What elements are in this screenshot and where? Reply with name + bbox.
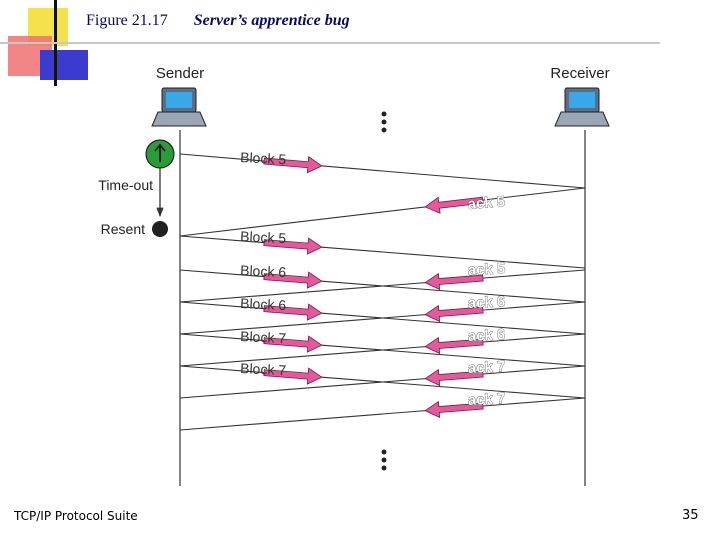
block-arrow [263,303,323,321]
block-arrow [263,271,323,289]
block-label: Block 7 [240,328,287,346]
message-line [179,365,586,399]
ack-label: ack 5 [467,193,506,213]
message-line [179,269,586,303]
message-layer: Block 5 ack 5 Block 5 Block 6 ack 5 Block 6 ac… [179,149,586,431]
ack-arrow [424,272,484,291]
figure-caption: Server’s apprentice bug [193,12,350,29]
block-arrow [263,237,323,255]
sender-label: Sender [156,65,204,82]
message-line [179,333,586,367]
ack-label: ack 6 [467,293,505,312]
ack-arrow [424,368,484,387]
figure-number: Figure 21.17 [86,12,168,29]
sender-laptop-icon [151,87,207,127]
ack-arrow [424,400,484,419]
decor-blue-square [40,50,88,80]
ack-label: ack 6 [467,326,505,345]
block-label: Block 7 [240,360,287,378]
ack-label: ack 7 [467,390,505,409]
ack-label: ack 5 [467,260,505,279]
message-line [179,187,586,237]
message-line [179,301,586,335]
block-label: Block 5 [240,149,287,167]
ack-arrow [424,304,484,323]
message-line [179,397,586,431]
ack-label: ack 7 [467,358,505,377]
decor-horizontal-line [0,42,660,44]
receiver-label: Receiver [550,65,609,82]
block-arrow [263,335,323,353]
resent-dot [152,221,168,237]
block-arrow [263,156,323,174]
block-arrow [263,367,323,385]
page-number: 35 [682,508,699,523]
vertical-ellipsis-icon [381,111,387,133]
footer-suite-label: TCP/IP Protocol Suite [14,509,138,523]
timeout-label: Time-out [98,177,153,193]
up-arrow-icon [154,143,166,162]
ack-arrow [424,196,484,214]
message-line [179,235,586,269]
ack-arrow [424,336,484,355]
figure-title: Figure 21.17 Server’s apprentice bug [86,12,350,30]
receiver-laptop-icon [554,87,610,127]
block-label: Block 5 [240,228,287,246]
message-line [179,153,586,189]
resent-label: Resent [101,221,145,237]
block-label: Block 6 [240,295,287,313]
vertical-ellipsis-icon [381,449,387,471]
block-label: Block 6 [240,262,287,280]
